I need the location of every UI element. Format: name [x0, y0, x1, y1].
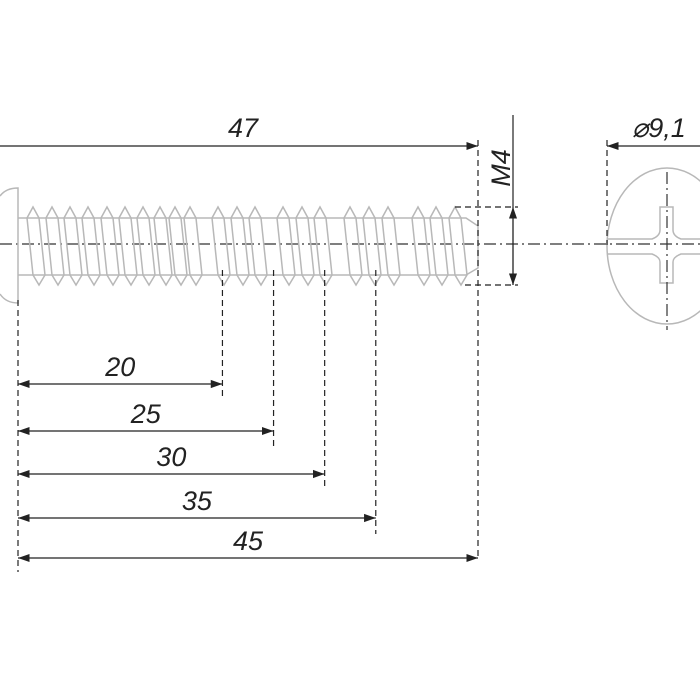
thread-crest [81, 205, 101, 287]
length-label-25: 25 [130, 399, 162, 429]
thread-crest [153, 205, 173, 287]
thread-crest [168, 205, 188, 287]
length-label-30: 30 [156, 442, 186, 472]
screw-head-view [606, 167, 700, 325]
thread-crest [343, 205, 363, 287]
thread-crest [276, 205, 296, 287]
thread-crest [183, 205, 203, 287]
thread-crest [118, 205, 138, 287]
thread-crest [136, 205, 156, 287]
thread-crest [230, 205, 250, 287]
thread-crest [295, 205, 315, 287]
length-label-45: 45 [233, 526, 264, 556]
thread-crest [26, 205, 46, 287]
thread-crest [63, 205, 83, 287]
length-label-35: 35 [182, 486, 213, 516]
thread-crest [411, 205, 431, 287]
thread-crest [100, 205, 120, 287]
thread-crest [211, 205, 231, 287]
thread-label: M4 [486, 149, 516, 187]
overall-length-label: 47 [228, 113, 259, 143]
thread-crest [313, 205, 333, 287]
length-label-20: 20 [104, 352, 135, 382]
thread-crest [362, 205, 382, 287]
thread-crest [45, 205, 65, 287]
thread-crest [248, 205, 268, 287]
head-diameter-label: ⌀9,1 [632, 113, 686, 143]
thread-crest [381, 205, 401, 287]
thread-crest [429, 205, 449, 287]
screw-side-view [0, 187, 479, 304]
